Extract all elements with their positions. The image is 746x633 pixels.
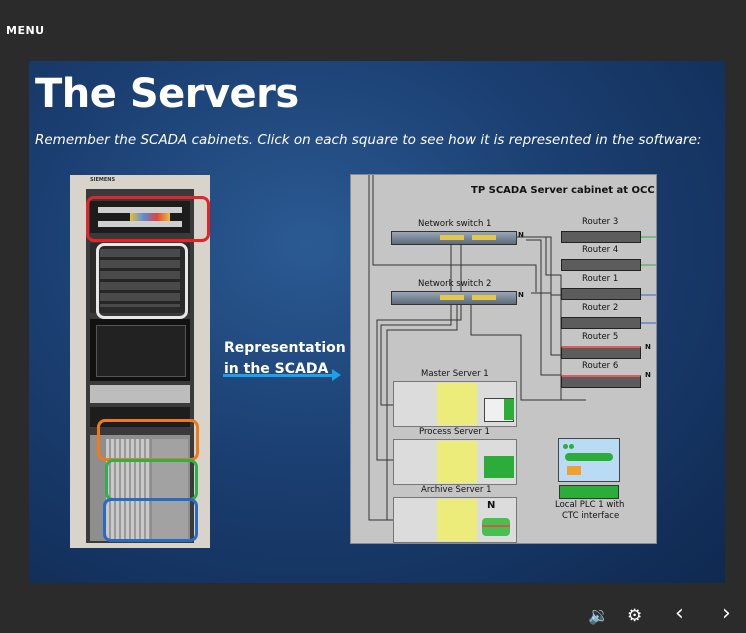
process-server-label: Process Server 1	[419, 427, 490, 437]
n-badge: N	[518, 291, 524, 299]
hotspot-process-server[interactable]	[105, 459, 198, 501]
router-1[interactable]	[561, 288, 641, 300]
hotspot-master-server[interactable]	[97, 419, 199, 461]
local-plc[interactable]	[558, 438, 620, 482]
rack-keyboard	[90, 385, 190, 403]
plc-label-line-1: Local PLC 1 with	[555, 500, 625, 510]
network-switch-2-label: Network switch 2	[418, 279, 492, 289]
rack-unit-plc	[90, 407, 190, 427]
representation-label: Representation in the SCADA	[224, 338, 346, 380]
plc-status-bar	[559, 485, 619, 499]
master-server[interactable]	[393, 381, 517, 427]
server-rack-photo: SIEMENS	[70, 175, 210, 548]
next-icon[interactable]: ›	[722, 601, 731, 626]
scada-title: TP SCADA Server cabinet at OCC	[471, 185, 655, 196]
representation-line-1: Representation	[224, 340, 346, 356]
database-icon	[482, 518, 510, 536]
archive-server[interactable]: N	[393, 497, 517, 543]
hotspot-archive-server[interactable]	[103, 498, 198, 542]
plc-label-line-2: CTC interface	[562, 511, 620, 521]
rack-brand: SIEMENS	[90, 177, 116, 183]
rack-unit-routers	[90, 243, 190, 313]
representation-line-2: in the SCADA	[224, 361, 329, 377]
router-2[interactable]	[561, 317, 641, 329]
router-label: Router 6	[582, 361, 619, 371]
process-server[interactable]	[393, 439, 517, 485]
rack-monitor	[90, 319, 190, 381]
router-label: Router 4	[582, 245, 619, 255]
n-badge: N	[487, 500, 496, 511]
scada-cabinet-panel: TP SCADA Server cabinet at OCC Network s…	[350, 174, 657, 544]
rack-frame	[86, 189, 194, 543]
master-server-label: Master Server 1	[421, 369, 489, 379]
volume-icon[interactable]: 🔉	[588, 606, 610, 626]
settings-icon[interactable]: ⚙	[627, 606, 643, 626]
router-5[interactable]	[561, 346, 641, 359]
router-label: Router 2	[582, 303, 619, 313]
router-label: Router 3	[582, 217, 619, 227]
router-4[interactable]	[561, 259, 641, 271]
archive-server-label: Archive Server 1	[421, 485, 492, 495]
network-switch-2[interactable]	[391, 291, 517, 305]
router-label: Router 1	[582, 274, 619, 284]
menu-button[interactable]: MENU	[6, 24, 45, 37]
network-switch-1-label: Network switch 1	[418, 219, 492, 229]
prev-icon[interactable]: ‹	[675, 601, 684, 626]
router-label: Router 5	[582, 332, 619, 342]
hotspot-network-switches[interactable]	[86, 196, 210, 242]
n-badge: N	[645, 343, 651, 351]
slide-subtitle: Remember the SCADA cabinets. Click on ea…	[35, 132, 702, 148]
arrow-right-icon	[223, 369, 341, 381]
slide: The Servers Remember the SCADA cabinets.…	[29, 61, 725, 583]
n-badge: N	[645, 371, 651, 379]
n-badge: N	[518, 231, 524, 239]
rack-unit-switches	[90, 201, 190, 233]
router-6[interactable]	[561, 375, 641, 388]
router-3[interactable]	[561, 231, 641, 243]
hotspot-routers[interactable]	[96, 243, 188, 319]
slide-title: The Servers	[35, 71, 299, 117]
network-switch-1[interactable]	[391, 231, 517, 245]
